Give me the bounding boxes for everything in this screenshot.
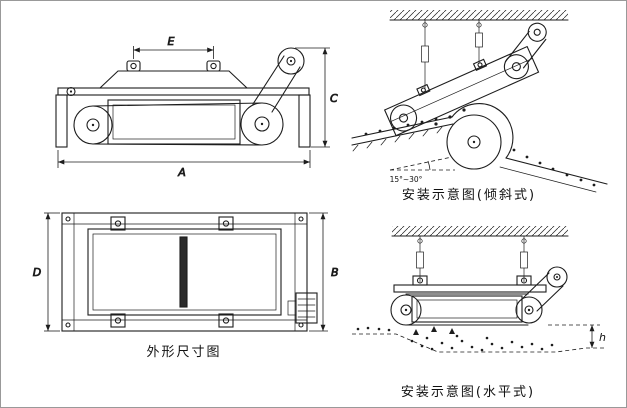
conveyor (351, 103, 608, 193)
magnet-body (107, 99, 241, 145)
right-pulley (515, 296, 543, 324)
attracted-iron-mark (449, 328, 455, 334)
dim-label-h: h (599, 331, 606, 344)
drive-arm-and-pulley (252, 47, 305, 113)
dim-label-d: D (33, 266, 41, 279)
attracted-iron-mark (413, 329, 419, 335)
drive-motor (287, 292, 318, 324)
h-dimension: h (548, 324, 606, 348)
plan-view-dimensions: D B (32, 212, 339, 332)
caption-outline-drawing: 外形尺寸图 (146, 345, 221, 360)
belt-bottom (92, 143, 263, 146)
dim-label-c: C (330, 92, 338, 105)
suspension-lugs (126, 60, 221, 72)
material-flow-dots (364, 108, 596, 187)
plan-view-drawing (61, 212, 318, 332)
mounting-brackets (110, 216, 234, 328)
drive-arm-and-pulley (520, 266, 568, 312)
ceiling (389, 10, 569, 21)
dim-label-e: E (168, 35, 175, 48)
ceiling (391, 226, 569, 237)
caption-inclined-installation: 安装示意图(倾斜式) (402, 187, 536, 203)
belt-surface (87, 228, 282, 316)
attracted-iron-mark (431, 326, 437, 332)
angle-annotation: 15°~30° (390, 156, 455, 184)
belt-top (92, 102, 263, 107)
material-pile (352, 326, 604, 353)
head-pulley (446, 114, 502, 170)
right-pulley (240, 102, 284, 146)
horizontal-installation-drawing: h 安装示意图(水平式) (352, 226, 606, 400)
left-frame-post (55, 94, 68, 148)
suspended-separator (383, 22, 547, 137)
inclined-installation-drawing: 15°~30° 安装示意图(倾斜式) (351, 10, 608, 203)
angle-label: 15°~30° (390, 175, 423, 184)
suspension-rods (416, 235, 528, 283)
side-view-dimensions: E A C (57, 35, 338, 179)
left-pulley (73, 105, 113, 145)
dim-label-a: A (177, 166, 186, 179)
suspension-chains (421, 19, 483, 89)
outer-frame (61, 212, 308, 332)
suspended-separator (390, 266, 568, 326)
dim-label-b: B (331, 266, 339, 279)
side-view-drawing (55, 47, 311, 148)
left-pulley (390, 294, 422, 326)
center-cleat (179, 236, 188, 308)
top-frame (99, 70, 248, 89)
caption-horizontal-installation: 安装示意图(水平式) (401, 384, 535, 400)
right-frame-post (298, 94, 311, 148)
